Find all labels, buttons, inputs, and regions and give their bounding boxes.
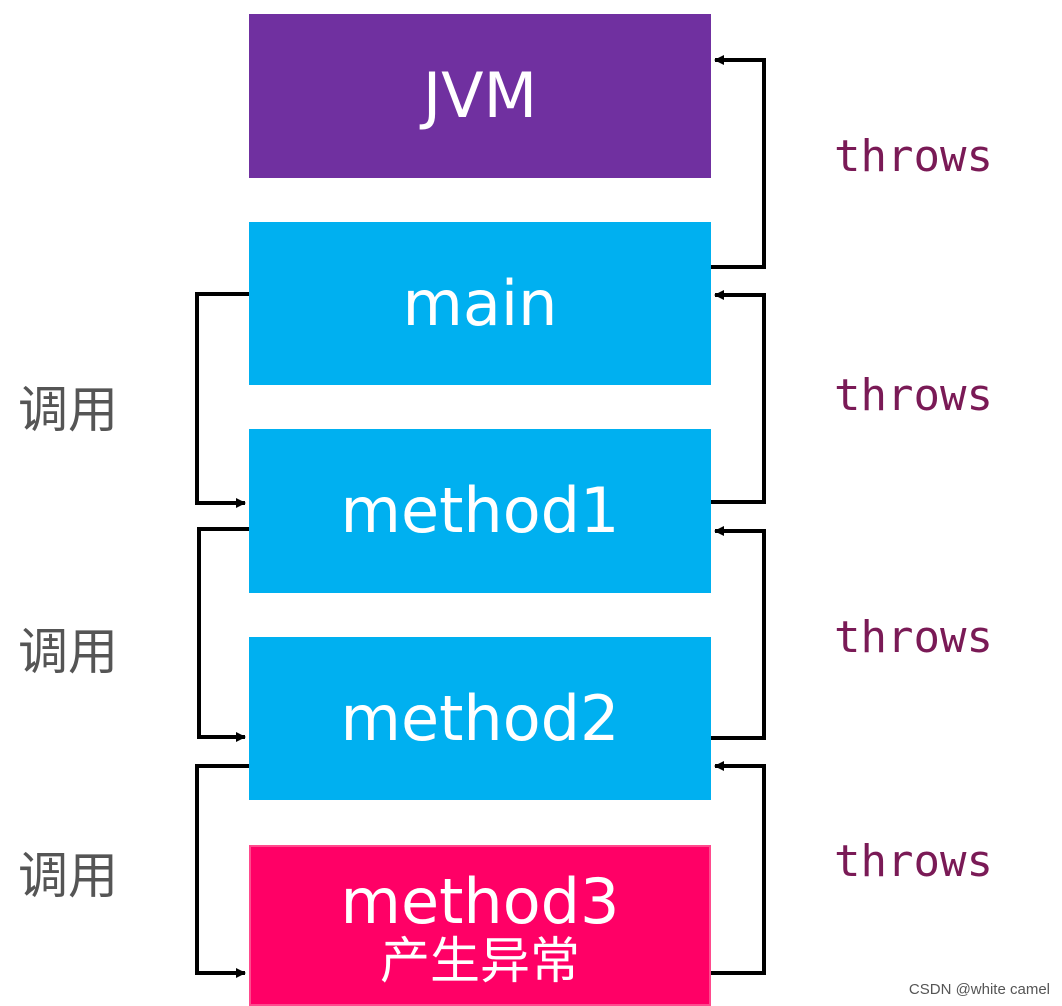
main-label: main bbox=[402, 266, 558, 340]
method2-label: method2 bbox=[340, 681, 620, 755]
method2-box: method2 bbox=[249, 637, 711, 800]
throws-arrow-method3-method2 bbox=[711, 761, 766, 975]
throws-arrow-main-jvm bbox=[711, 55, 766, 269]
method1-label: method1 bbox=[340, 474, 620, 548]
call-arrow-method1-method2 bbox=[197, 527, 249, 742]
throws-label-1: throws bbox=[834, 131, 993, 182]
watermark: CSDN @white camel bbox=[908, 981, 1050, 998]
throws-label-3: throws bbox=[834, 612, 993, 663]
call-arrow-method2-method3 bbox=[195, 764, 249, 978]
exception-label: 产生异常 bbox=[380, 932, 580, 991]
method3-box: method3 产生异常 bbox=[249, 845, 711, 1006]
main-box: main bbox=[249, 222, 711, 385]
call-label-2: 调用 bbox=[18, 623, 118, 681]
throws-label-4: throws bbox=[834, 836, 993, 887]
throws-arrow-method2-method1 bbox=[711, 526, 766, 740]
call-arrow-main-method1 bbox=[195, 292, 249, 508]
method3-label: method3 bbox=[340, 865, 620, 938]
call-label-3: 调用 bbox=[18, 847, 118, 905]
call-label-1: 调用 bbox=[18, 381, 118, 439]
throws-arrow-method1-main bbox=[711, 290, 766, 504]
method1-box: method1 bbox=[249, 429, 711, 593]
throws-label-2: throws bbox=[834, 370, 993, 421]
jvm-label: JVM bbox=[422, 59, 538, 133]
jvm-box: JVM bbox=[249, 14, 711, 178]
